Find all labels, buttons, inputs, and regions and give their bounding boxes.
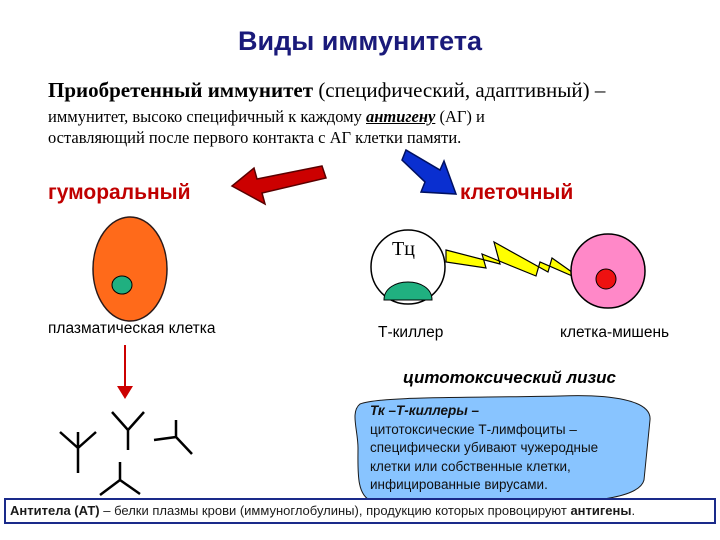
arrow-left-humoral: [230, 165, 327, 206]
footer-text: белки плазмы крови (иммуноглобулины), пр…: [114, 503, 571, 518]
target-cell-label: клетка-мишень: [560, 324, 670, 341]
footer-dash: –: [99, 503, 115, 518]
plasma-cell-nucleus: [111, 275, 133, 295]
branch-cellular: клеточный: [460, 181, 574, 204]
note-line: специфически убивают чужеродные: [370, 440, 599, 455]
desc-part2: (АГ) и: [435, 107, 485, 126]
antibody-icon: [99, 462, 141, 496]
arrow-down-head: [117, 386, 133, 399]
t-killer-note: Тк –Т-киллеры – цитотоксические Т-лимфоц…: [370, 402, 650, 495]
note-term: Тк –Т-киллеры –: [370, 403, 480, 418]
plasma-cell: [92, 216, 168, 322]
antibody-term: Антитела (АТ): [10, 503, 100, 518]
definition-term: Приобретенный иммунитет: [48, 78, 314, 102]
antibody-icon: [153, 420, 193, 455]
note-line: цитотоксические Т-лимфоциты –: [370, 421, 577, 437]
antibody-definition: Антитела (АТ) – белки плазмы крови (имму…: [4, 498, 716, 524]
page-title: Виды иммунитета: [237, 26, 483, 56]
t-killer-nucleus: [383, 281, 433, 301]
footer-end: .: [631, 503, 636, 518]
desc-line2: оставляющий после первого контакта с АГ …: [48, 128, 462, 147]
antibody-icon: [111, 411, 145, 450]
note-line: клетки или собственные клетки,: [370, 458, 571, 474]
lightning-bolt: [445, 240, 587, 283]
note-line: инфицированные вирусами.: [370, 477, 548, 492]
target-cell-nucleus: [595, 268, 617, 290]
definition-lead: Приобретенный иммунитет (специфический, …: [48, 78, 708, 103]
arrow-right-cellular: [401, 148, 458, 195]
antibody-icon: [59, 431, 97, 473]
branch-humoral: гуморальный: [48, 181, 191, 204]
t-killer-cell: [370, 229, 446, 305]
cytotoxic-lysis-label: цитотоксический лизис: [403, 368, 616, 387]
tc-mark: Тц: [392, 238, 415, 260]
footer-end-word: антигены: [570, 503, 632, 518]
note-callout: [354, 395, 651, 503]
t-killer-label: Т-киллер: [378, 324, 444, 341]
antigen-word: антигену: [366, 107, 436, 126]
desc-part1: иммунитет, высоко специфичный к каждому: [48, 107, 366, 126]
definition-qualifier: (специфический, адаптивный) –: [313, 78, 606, 102]
definition-description: иммунитет, высоко специфичный к каждому …: [48, 106, 688, 148]
plasma-cell-label: плазматическая клетка: [48, 320, 216, 337]
